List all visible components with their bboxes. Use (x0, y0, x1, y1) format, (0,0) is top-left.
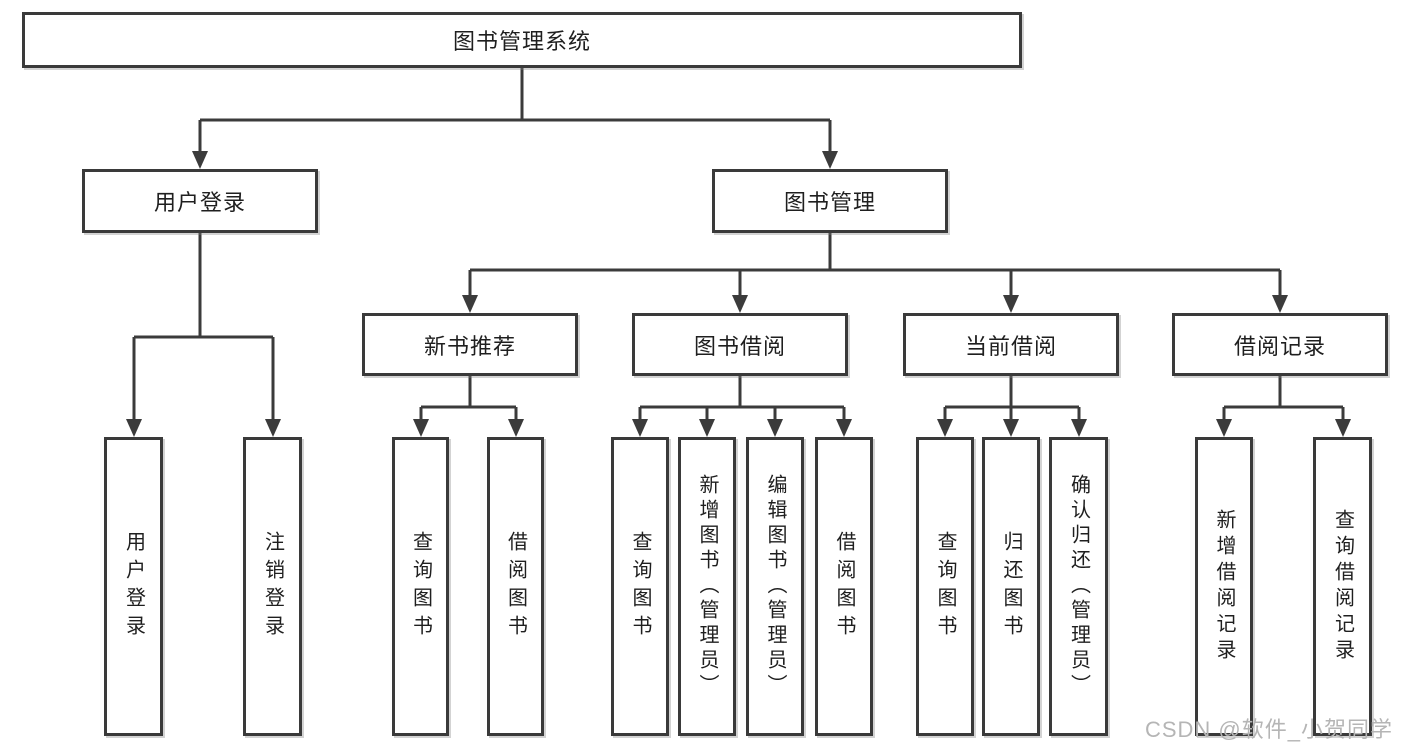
arrowheads (126, 151, 1351, 437)
leaf-add-borrow-record: 新增借阅记录 (1195, 437, 1253, 736)
leaf-edit-books-admin: 编辑图书（管理员） (746, 437, 804, 736)
leaf-confirm-return-admin: 确认归还（管理员） (1049, 437, 1108, 736)
leaf-recommend-query-books: 查询图书 (392, 437, 449, 736)
leaf-recommend-borrow-books: 借阅图书 (487, 437, 544, 736)
leaf-add-books-admin: 新增图书（管理员） (678, 437, 736, 736)
leaf-user-login: 用户登录 (104, 437, 163, 736)
leaf-borrow-books: 借阅图书 (815, 437, 873, 736)
node-user-login: 用户登录 (82, 169, 318, 233)
leaf-current-query-books: 查询图书 (916, 437, 974, 736)
leaf-query-borrow-record: 查询借阅记录 (1313, 437, 1372, 736)
csdn-watermark: CSDN @软件_小贺同学 (1144, 717, 1393, 742)
node-root-system: 图书管理系统 (22, 12, 1022, 68)
node-borrow-records: 借阅记录 (1172, 313, 1388, 376)
node-new-book-recommend: 新书推荐 (362, 313, 578, 376)
leaf-logout: 注销登录 (243, 437, 302, 736)
node-book-borrow: 图书借阅 (632, 313, 848, 376)
leaf-return-books: 归还图书 (982, 437, 1040, 736)
node-current-borrow: 当前借阅 (903, 313, 1119, 376)
node-book-management: 图书管理 (712, 169, 948, 233)
leaf-borrow-query-books: 查询图书 (611, 437, 669, 736)
